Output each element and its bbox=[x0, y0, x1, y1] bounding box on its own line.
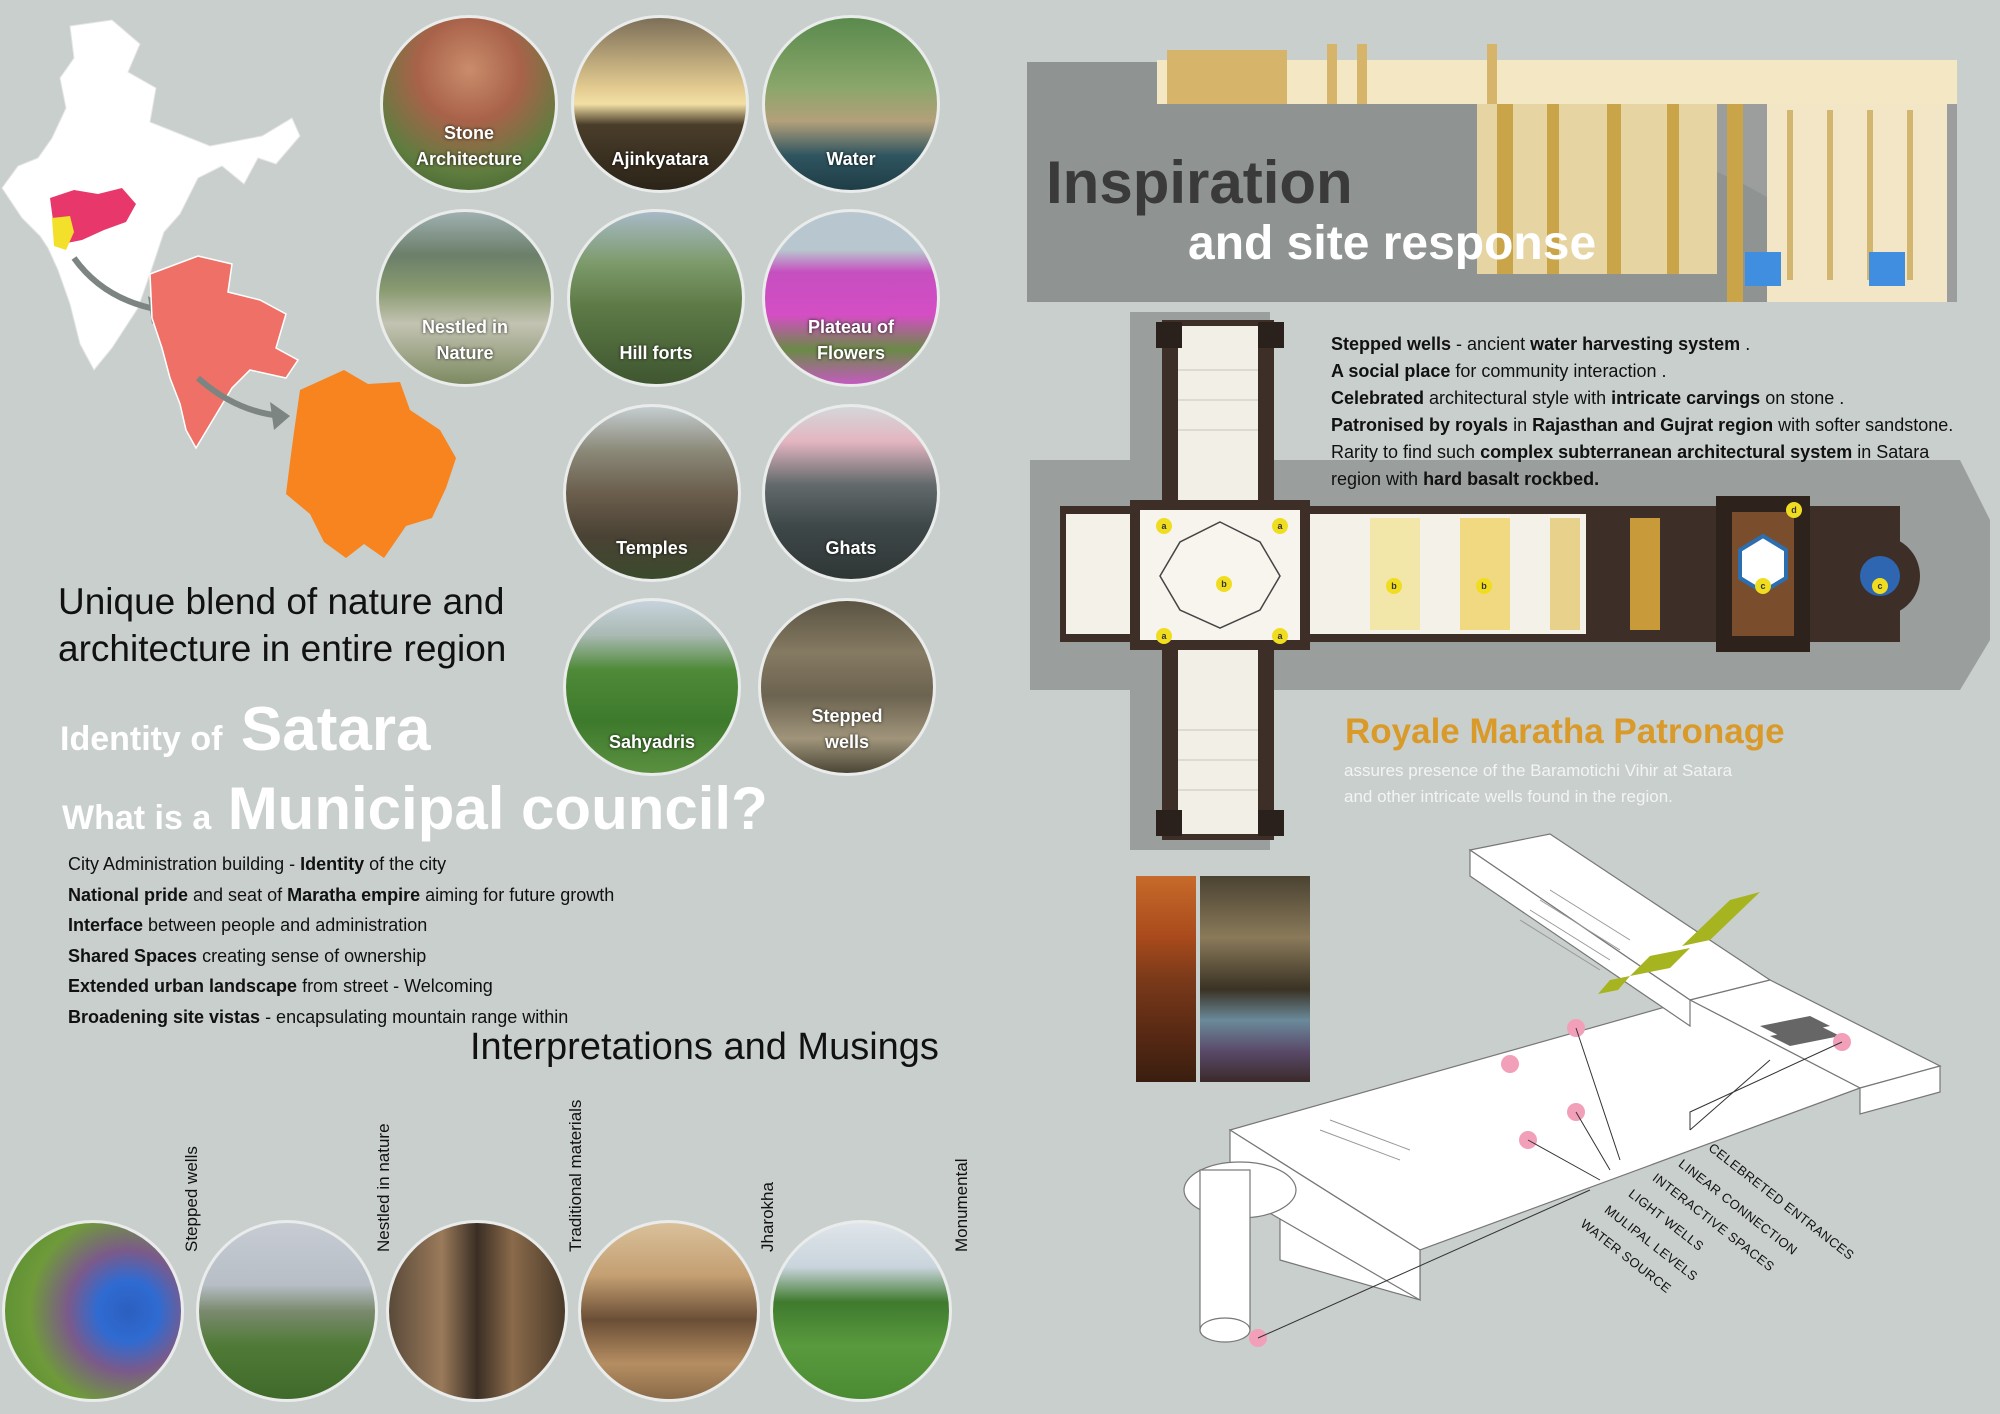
satara-district bbox=[286, 370, 456, 558]
stepwell-points: Stepped wells - ancient water harvesting… bbox=[1331, 331, 1991, 493]
plan-marker-b1: b bbox=[1221, 579, 1227, 589]
plan-marker-d: d bbox=[1791, 505, 1797, 515]
council-points: City Administration building - Identity … bbox=[68, 849, 788, 1032]
axo-labels: CELEBRETED ENTRANCES LINEAR CONNECTION I… bbox=[1575, 1140, 1875, 1350]
musing-label-stepped-wells: Stepped wells bbox=[182, 1146, 201, 1252]
circle-label: Plateau of Flowers bbox=[807, 317, 895, 363]
plan-marker-c2: c bbox=[1877, 581, 1882, 591]
point-row: Shared Spaces creating sense of ownershi… bbox=[68, 945, 427, 966]
musing-photo-stepped-wells bbox=[2, 1220, 184, 1402]
question-big: Municipal council? bbox=[227, 775, 768, 842]
inspiration-title-line-1: Inspiration bbox=[1046, 149, 1353, 216]
photo-ajinkyatara: Ajinkyatara bbox=[571, 15, 749, 193]
circle-label: Stepped wells bbox=[811, 706, 883, 752]
circle-label: Ajinkyatara bbox=[611, 149, 709, 169]
circle-label: Hill forts bbox=[619, 343, 693, 363]
circle-label: Water bbox=[826, 149, 876, 169]
photo-ghats: Ghats bbox=[762, 404, 940, 582]
stepwell-photo-collage bbox=[1136, 876, 1310, 1082]
stepwell-axonometric-drawing bbox=[1183, 833, 1942, 1347]
arrow-2-head bbox=[270, 402, 290, 430]
patronage-line-1: assures presence of the Baramotichi Vihi… bbox=[1344, 761, 1733, 780]
maharashtra-districts bbox=[149, 255, 300, 450]
stepwell-point: region with hard basalt rockbed. bbox=[1331, 469, 1600, 489]
photo-water: Water bbox=[762, 15, 940, 193]
patronage-title: Royale Maratha Patronage bbox=[1345, 712, 1785, 751]
plan-marker-b3: b bbox=[1481, 581, 1487, 591]
photo-hill-forts: Hill forts bbox=[567, 209, 745, 387]
stepwell-point: Rarity to find such complex subterranean… bbox=[1331, 442, 1930, 462]
stepwell-section-drawing bbox=[1027, 44, 1957, 302]
plan-marker-c1: c bbox=[1760, 581, 1765, 591]
identity-big: Satara bbox=[240, 695, 431, 764]
point-row: Extended urban landscape from street - W… bbox=[68, 976, 493, 996]
stepwell-point: A social place for community interaction… bbox=[1331, 361, 1667, 381]
plan-marker-a2: a bbox=[1277, 521, 1283, 531]
musing-photo-monumental bbox=[770, 1220, 952, 1402]
patronage-text: assures presence of the Baramotichi Vihi… bbox=[1344, 758, 1732, 810]
photo-sahyadris: Sahyadris bbox=[563, 598, 741, 776]
point-row: City Administration building - Identity … bbox=[68, 854, 447, 874]
photo-stepped-wells: Stepped wells bbox=[758, 598, 936, 776]
axo-label-light-wells: LIGHT WELLS bbox=[1625, 1186, 1707, 1254]
plan-marker-b2: b bbox=[1391, 581, 1397, 591]
musing-label-nestled-in-nature: Nestled in nature bbox=[374, 1123, 393, 1252]
stepwell-point: Celebrated architectural style with intr… bbox=[1331, 388, 1845, 408]
musing-photo-jharokha bbox=[578, 1220, 760, 1402]
stepwell-point: Patronised by royals in Rajasthan and Gu… bbox=[1331, 415, 1954, 435]
patronage-line-2: and other intricate wells found in the r… bbox=[1344, 787, 1673, 806]
plan-marker-a3: a bbox=[1161, 631, 1167, 641]
photo-woman-at-well bbox=[1136, 876, 1196, 1082]
india-outline bbox=[1, 19, 301, 371]
inspiration-title: Inspiration and site response bbox=[1046, 150, 1596, 272]
india-map-illustration bbox=[1, 19, 456, 558]
point-row: Broadening site vistas - encapsulating m… bbox=[68, 1006, 569, 1027]
blend-heading-line-1: Unique blend of nature and bbox=[58, 581, 505, 622]
inspiration-title-line-2: and site response bbox=[1188, 217, 1597, 270]
blend-heading: Unique blend of nature and architecture … bbox=[58, 578, 506, 672]
satara-region bbox=[52, 216, 74, 250]
stepwell-point: Stepped wells - ancient water harvesting… bbox=[1331, 334, 1751, 354]
photo-well-interior bbox=[1200, 876, 1310, 1082]
stepwell-plan-drawing: a a a a b b b c c d bbox=[1030, 312, 1990, 850]
circle-label: Sahyadris bbox=[608, 732, 696, 752]
musing-label-jharokha: Jharokha bbox=[758, 1182, 777, 1252]
question-heading: What is a Municipal council? bbox=[62, 774, 768, 843]
photo-nestled-in-nature: Nestled in Nature bbox=[376, 209, 554, 387]
circle-label: Temples bbox=[616, 538, 688, 558]
blend-heading-line-2: architecture in entire region bbox=[58, 628, 507, 669]
musings-title: Interpretations and Musings bbox=[470, 1026, 939, 1068]
plan-marker-a1: a bbox=[1161, 521, 1167, 531]
circle-label: Ghats bbox=[825, 538, 877, 558]
point-row: Interface between people and administrat… bbox=[68, 915, 428, 935]
musing-label-monumental: Monumental bbox=[952, 1158, 971, 1252]
photo-plateau-of-flowers: Plateau of Flowers bbox=[762, 209, 940, 387]
photo-temples: Temples bbox=[563, 404, 741, 582]
question-small: What is a bbox=[62, 799, 212, 837]
circle-label: Stone Architecture bbox=[415, 123, 523, 169]
musing-photo-traditional-materials bbox=[386, 1220, 568, 1402]
musing-label-traditional-materials: Traditional materials bbox=[566, 1099, 585, 1252]
identity-heading: Identity of Satara bbox=[60, 694, 430, 765]
arrow-1 bbox=[71, 256, 161, 313]
point-row: National pride and seat of Maratha empir… bbox=[68, 884, 615, 905]
identity-small: Identity of bbox=[60, 720, 223, 758]
plan-marker-a4: a bbox=[1277, 631, 1283, 641]
circle-label: Nestled in Nature bbox=[421, 317, 509, 363]
photo-stone-architecture: Stone Architecture bbox=[380, 15, 558, 193]
musing-photo-nestled-in-nature bbox=[196, 1220, 378, 1402]
